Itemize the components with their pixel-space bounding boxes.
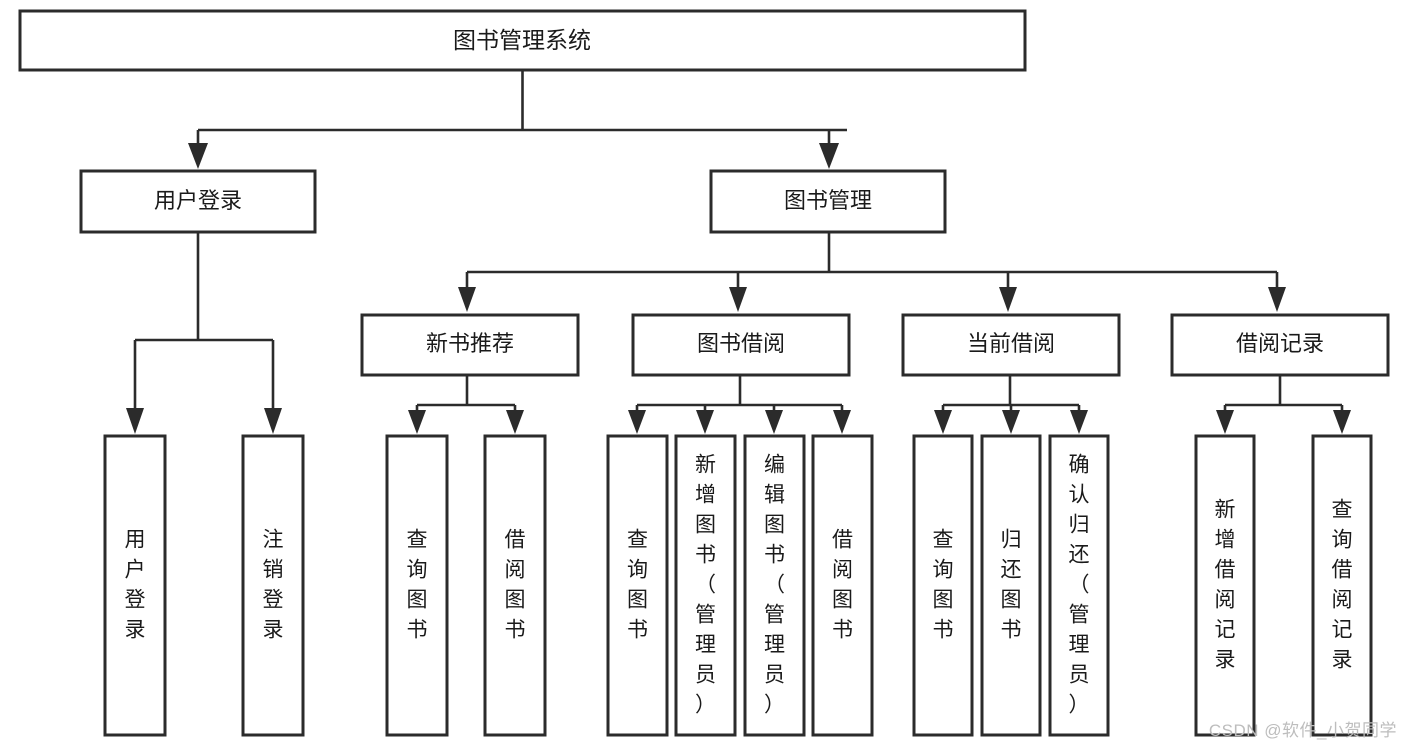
- node-root-label: 图书管理系统: [453, 27, 591, 53]
- edge-group-current-borrow-to-leaves: [934, 375, 1088, 434]
- node-book-management-label: 图书管理: [784, 188, 872, 213]
- leaf-node-box[interactable]: [103, 434, 167, 737]
- leaf-node-label: 借阅图书: [505, 529, 526, 642]
- arrow-bm-to-new-book: [458, 287, 476, 312]
- leaf-node[interactable]: 归还图书: [980, 434, 1042, 737]
- arrow-bb-to-leaf1: [628, 410, 646, 434]
- leaf-node-box[interactable]: [980, 434, 1042, 737]
- leaf-node-label: 归还图书: [1001, 529, 1022, 642]
- leaf-node[interactable]: 借阅图书: [483, 434, 547, 737]
- leaf-node[interactable]: 确认归还（管理员）: [1048, 434, 1110, 737]
- leaf-node-label: 查询借阅记录: [1332, 499, 1353, 672]
- leaf-node-box[interactable]: [743, 434, 806, 737]
- leaf-node-box[interactable]: [811, 434, 874, 737]
- node-borrow-record[interactable]: 借阅记录: [1170, 313, 1390, 377]
- arrow-nb-to-leaf1: [408, 410, 426, 434]
- edge-group-new-book-to-leaves: [408, 375, 524, 434]
- leaf-node-box[interactable]: [1194, 434, 1256, 737]
- arrow-bm-to-current-borrow: [999, 287, 1017, 312]
- arrow-bm-to-book-borrow: [729, 287, 747, 312]
- node-book-management-box[interactable]: [709, 169, 947, 234]
- leaf-node-label: 新增借阅记录: [1215, 499, 1236, 672]
- leaf-node-box[interactable]: [241, 434, 305, 737]
- leaf-node[interactable]: 新增图书（管理员）: [674, 434, 737, 737]
- arrow-root-to-user-login: [188, 143, 208, 169]
- node-user-login[interactable]: 用户登录: [79, 169, 317, 234]
- arrow-bb-to-leaf2: [696, 410, 714, 434]
- edge-group-book-management-to-level2: [458, 232, 1286, 312]
- node-borrow-record-label: 借阅记录: [1236, 331, 1324, 356]
- node-new-book-recommend-box[interactable]: [360, 313, 580, 377]
- leaf-node-box[interactable]: [674, 434, 737, 737]
- node-current-borrow-box[interactable]: [901, 313, 1121, 377]
- leaf-node[interactable]: 用户登录: [103, 434, 167, 737]
- leaf-node-box[interactable]: [1048, 434, 1110, 737]
- node-new-book-recommend[interactable]: 新书推荐: [360, 313, 580, 377]
- leaf-node-label: 新增图书（管理员）: [695, 454, 716, 717]
- arrow-br-to-leaf2: [1333, 410, 1351, 434]
- leaf-node[interactable]: 借阅图书: [811, 434, 874, 737]
- node-borrow-record-box[interactable]: [1170, 313, 1390, 377]
- arrow-cb-to-leaf1: [934, 410, 952, 434]
- leaf-node-label: 查询图书: [933, 529, 954, 642]
- edge-group-book-borrow-to-leaves: [628, 375, 851, 434]
- leaf-node[interactable]: 查询借阅记录: [1311, 434, 1373, 737]
- leaf-node-label: 查询图书: [407, 529, 428, 642]
- leaf-node-box[interactable]: [385, 434, 449, 737]
- leaf-node[interactable]: 查询图书: [606, 434, 669, 737]
- arrow-ul-to-leaf2: [264, 408, 282, 434]
- leaf-node-box[interactable]: [912, 434, 974, 737]
- arrow-br-to-leaf1: [1216, 410, 1234, 434]
- node-user-login-label: 用户登录: [154, 188, 242, 213]
- node-book-borrow-box[interactable]: [631, 313, 851, 377]
- leaf-node-box[interactable]: [483, 434, 547, 737]
- arrow-root-to-book-management: [819, 143, 839, 169]
- edge-group-root-to-level1: [188, 70, 847, 169]
- node-user-login-box[interactable]: [79, 169, 317, 234]
- leaf-node-label: 用户登录: [125, 529, 146, 642]
- leaf-node[interactable]: 注销登录: [241, 434, 305, 737]
- leaf-node-label: 确认归还（管理员）: [1069, 454, 1090, 717]
- node-current-borrow[interactable]: 当前借阅: [901, 313, 1121, 377]
- arrow-cb-to-leaf3: [1070, 410, 1088, 434]
- node-root-box[interactable]: [18, 9, 1027, 72]
- leaf-node[interactable]: 查询图书: [385, 434, 449, 737]
- leaf-node-box[interactable]: [1311, 434, 1373, 737]
- leaf-node-layer: 用户登录 注销登录 查询图书 借阅图书 查询图书 新增图书（管理员） 编辑图书（管理员） 借阅…: [103, 434, 1373, 737]
- leaf-node[interactable]: 编辑图书（管理员）: [743, 434, 806, 737]
- node-root[interactable]: 图书管理系统: [18, 9, 1027, 72]
- leaf-node-box[interactable]: [606, 434, 669, 737]
- node-current-borrow-label: 当前借阅: [967, 331, 1055, 356]
- node-book-borrow-label: 图书借阅: [697, 331, 785, 356]
- arrow-bb-to-leaf3: [765, 410, 783, 434]
- node-book-management[interactable]: 图书管理: [709, 169, 947, 234]
- arrow-bb-to-leaf4: [833, 410, 851, 434]
- leaf-node-label: 查询图书: [627, 529, 648, 642]
- edge-group-user-login-to-leaves: [126, 232, 282, 434]
- edge-group-borrow-record-to-leaves: [1216, 375, 1351, 434]
- leaf-node-label: 借阅图书: [832, 529, 853, 642]
- leaf-node[interactable]: 查询图书: [912, 434, 974, 737]
- leaf-node[interactable]: 新增借阅记录: [1194, 434, 1256, 737]
- leaf-node-label: 编辑图书（管理员）: [764, 454, 785, 717]
- arrow-cb-to-leaf2: [1002, 410, 1020, 434]
- leaf-node-label: 注销登录: [263, 529, 284, 642]
- csdn-watermark: CSDN @软件_小贺同学: [1208, 721, 1397, 740]
- arrow-nb-to-leaf2: [506, 410, 524, 434]
- node-new-book-recommend-label: 新书推荐: [426, 331, 514, 356]
- arrow-ul-to-leaf1: [126, 408, 144, 434]
- arrow-bm-to-borrow-record: [1268, 287, 1286, 312]
- node-book-borrow[interactable]: 图书借阅: [631, 313, 851, 377]
